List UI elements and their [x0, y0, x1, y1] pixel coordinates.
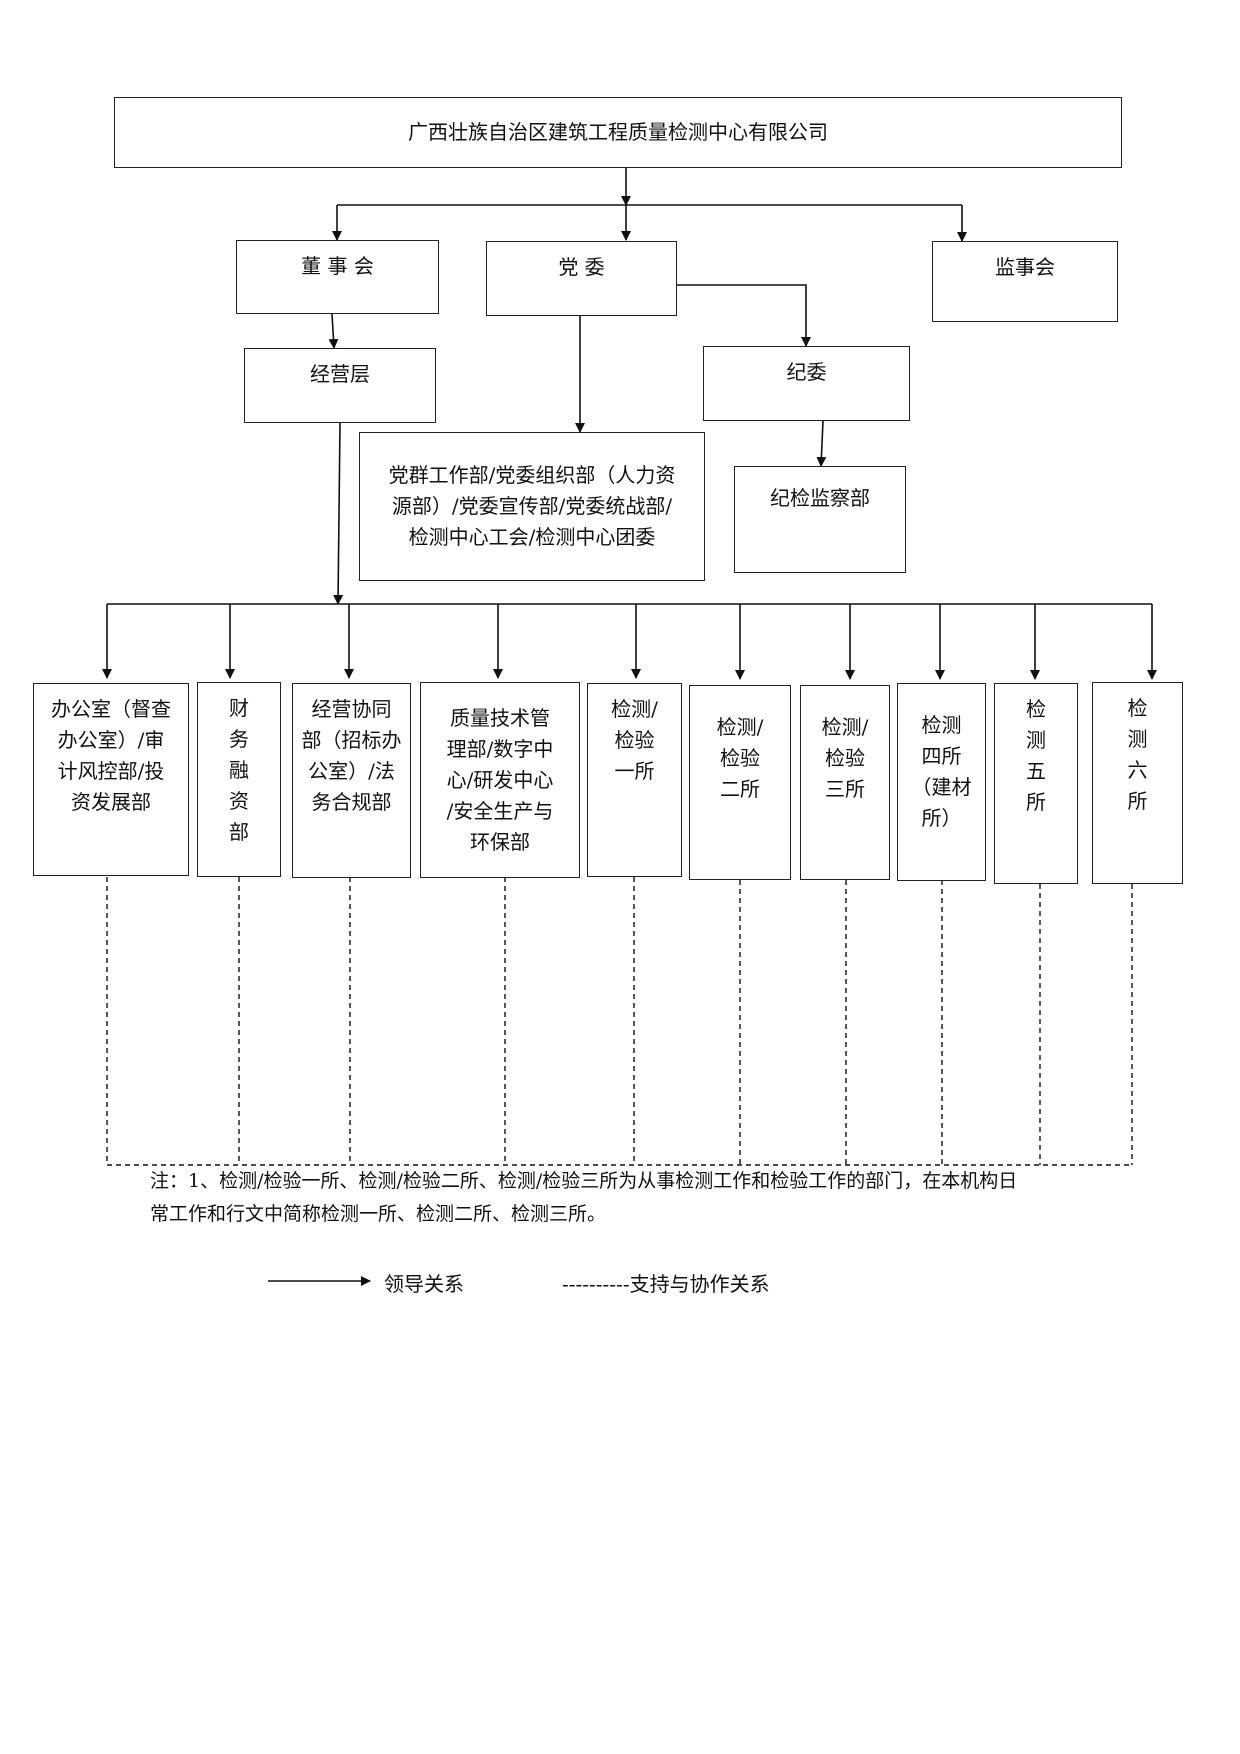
- department-testing-6: 检 测 六 所: [1092, 682, 1183, 884]
- arrow-discipline-dept: [816, 420, 827, 467]
- department-testing-2: 检测/ 检验 二所: [689, 685, 791, 880]
- management-box: 经营层: [244, 348, 436, 423]
- department-testing-5: 检 测 五 所: [994, 683, 1078, 884]
- department-testing-1: 检测/ 检验 一所: [587, 683, 682, 877]
- department-business: 经营协同 部（招标办 公室）/法 务合规部: [292, 683, 411, 878]
- arrow-management-down: [333, 422, 344, 605]
- department-finance: 财 务 融 资 部: [197, 682, 281, 877]
- department-office: 办公室（督查 办公室）/审 计风控部/投 资发展部: [33, 683, 189, 876]
- support-lines: [106, 877, 1133, 1166]
- discipline-committee-box: 纪委: [703, 346, 910, 421]
- company-name: 广西壮族自治区建筑工程质量检测中心有限公司: [408, 120, 828, 144]
- arrow-board-management: [328, 313, 339, 349]
- board-box: 董 事 会: [236, 240, 439, 314]
- company-box: 广西壮族自治区建筑工程质量检测中心有限公司: [114, 97, 1122, 168]
- department-quality-tech: 质量技术管 理部/数字中 心/研发中心 /安全生产与 环保部: [420, 682, 580, 878]
- department-testing-3: 检测/ 检验 三所: [800, 685, 890, 880]
- supervisory-board-box: 监事会: [932, 241, 1118, 322]
- party-committee-box: 党 委: [486, 241, 677, 316]
- discipline-inspection-box: 纪检监察部: [734, 466, 906, 573]
- party-departments-box: 党群工作部/党委组织部（人力资 源部）/党委宣传部/党委统战部/ 检测中心工会/…: [359, 432, 705, 581]
- footnote: 注：1、检测/检验一所、检测/检验二所、检测/检验三所为从事检测工作和检验工作的…: [150, 1170, 1018, 1226]
- legend-leadership-label: 领导关系: [384, 1272, 464, 1296]
- department-testing-4: 检测 四所 （建材 所）: [897, 683, 986, 881]
- legend-support-label: ----------支持与协作关系: [562, 1272, 770, 1296]
- arrow-party-discipline: [676, 284, 811, 347]
